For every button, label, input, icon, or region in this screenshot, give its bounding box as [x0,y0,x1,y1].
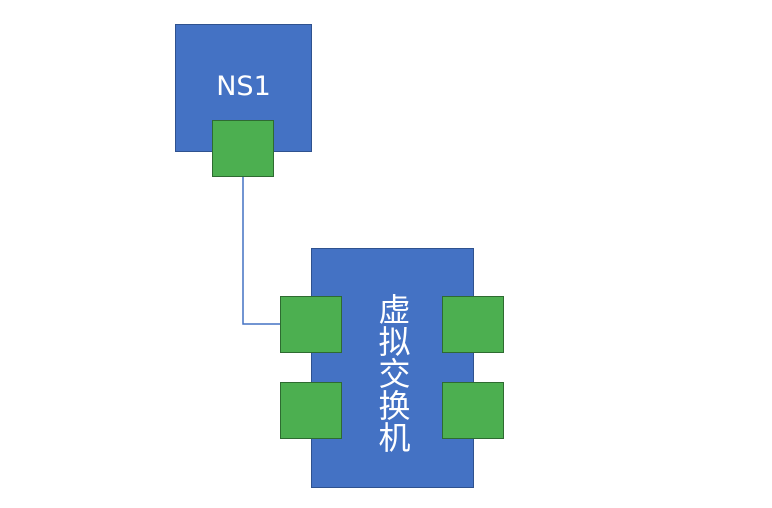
switch-port-right-top [442,296,504,353]
namespace-label: NS1 [216,71,271,102]
ns1-port [212,120,274,177]
switch-port-left-bottom [280,382,342,439]
switch-label: 虚拟交换机 [373,293,412,453]
switch-port-left-top [280,296,342,353]
switch-port-right-bottom [442,382,504,439]
link-line [242,177,280,325]
virtual-switch-box: 虚拟交换机 [311,248,474,488]
namespace-ns1-box: NS1 [175,24,312,152]
